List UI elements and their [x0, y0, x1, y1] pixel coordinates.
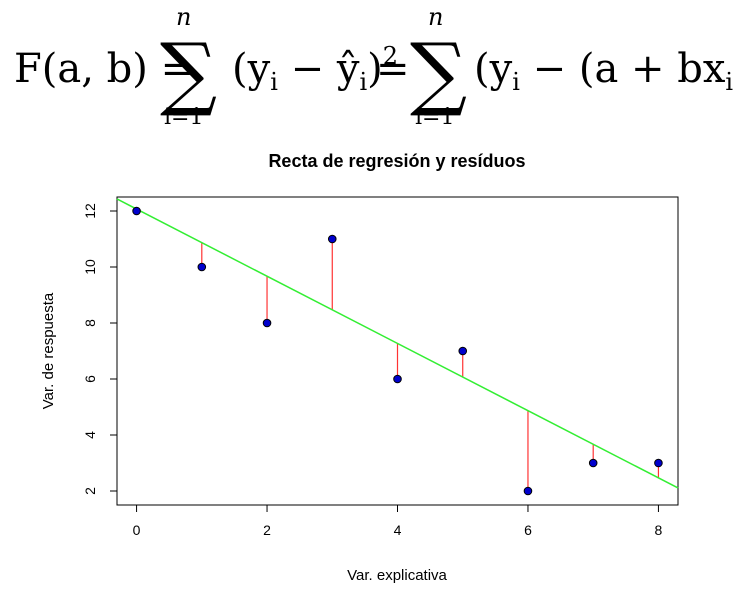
- y-tick-label: 4: [82, 431, 98, 439]
- term1-hat: ŷ: [336, 46, 360, 92]
- data-point: [132, 206, 141, 216]
- svg-text:(yi − (a + bxi))2: (yi − (a + bxi))2: [474, 42, 735, 96]
- term1-close: ): [367, 46, 383, 92]
- formula-lhs: F(a, b) =: [14, 46, 194, 92]
- x-tick-label: 2: [263, 522, 271, 538]
- svg-text:(yi − ŷi)2: (yi − ŷi)2: [232, 42, 398, 96]
- term1-open: (y: [232, 46, 271, 92]
- regression-line: [116, 198, 679, 489]
- term1-mid: −: [278, 46, 337, 92]
- x-tick-label: 8: [655, 522, 663, 538]
- term1-hat-sub: i: [359, 68, 367, 96]
- sum-lower-1: i=1: [164, 105, 203, 130]
- x-tick-label: 6: [524, 522, 532, 538]
- term1-sub: i: [270, 68, 278, 96]
- term2-open: (y: [474, 46, 513, 92]
- sum-upper-2: n: [428, 3, 443, 31]
- data-point: [654, 458, 663, 468]
- data-point: [523, 486, 533, 496]
- term2-x-sub: i: [725, 68, 733, 96]
- data-point: [262, 318, 272, 328]
- y-tick-label: 12: [82, 203, 98, 219]
- formula-equals: =: [376, 46, 410, 92]
- term2-sub: i: [512, 68, 520, 96]
- y-tick-label: 6: [82, 375, 98, 383]
- term1-exp: 2: [383, 42, 398, 70]
- term2-mid: − (a + bx: [520, 46, 726, 92]
- regression-chart: Recta de regresión y resíduos 0 2 4 6 8 2 4 6 8 1…: [40, 151, 679, 584]
- term2-close: )): [733, 46, 735, 92]
- y-tick-label: 8: [82, 319, 98, 327]
- formula-equation: F(a, b) = n ∑ i=1 (yi − ŷi)2 = n ∑ i=1 (…: [14, 3, 735, 130]
- sum-lower-2: i=1: [415, 105, 454, 130]
- data-point: [197, 262, 207, 272]
- y-tick-label: 2: [82, 487, 98, 495]
- data-point: [327, 234, 337, 244]
- sigma-1: ∑: [160, 26, 217, 119]
- sigma-2: ∑: [410, 26, 467, 119]
- data-point: [458, 346, 468, 356]
- y-tick-label: 10: [82, 259, 98, 275]
- data-point: [588, 458, 598, 468]
- x-tick-label: 0: [133, 522, 141, 538]
- sum-upper-1: n: [176, 3, 191, 31]
- chart-title: Recta de regresión y resíduos: [268, 151, 525, 171]
- y-axis-label: Var. de respuesta: [40, 292, 57, 409]
- x-tick-label: 4: [394, 522, 402, 538]
- data-point: [393, 374, 402, 384]
- x-axis-label: Var. explicativa: [347, 567, 447, 584]
